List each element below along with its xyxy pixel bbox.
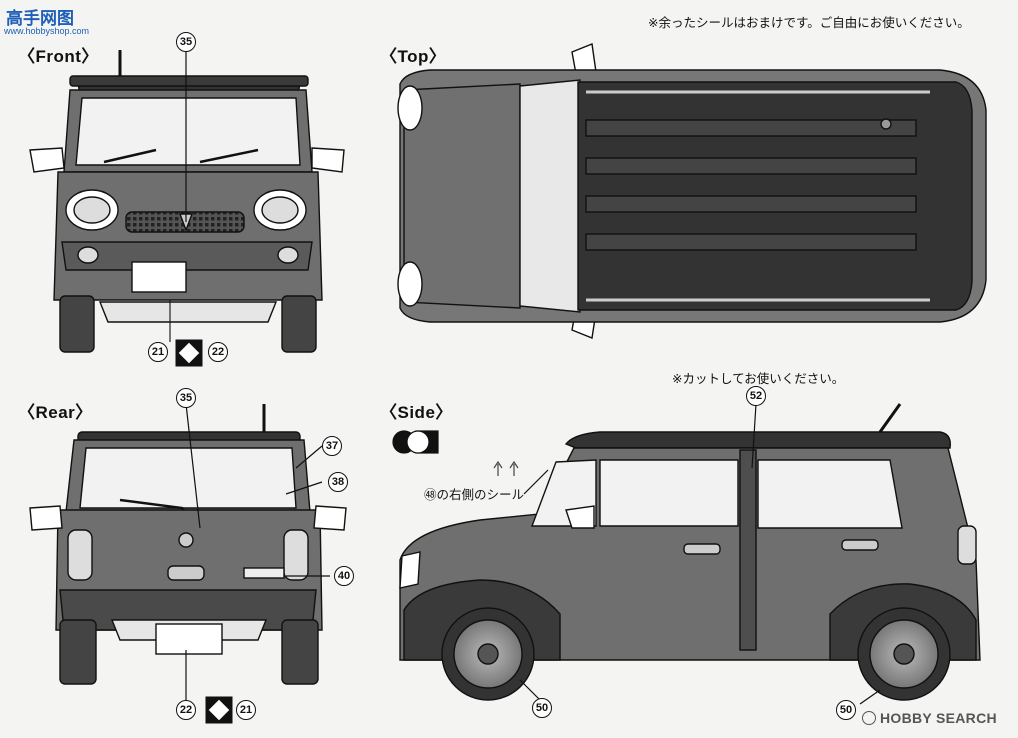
section-title-side: 〈Side〉 bbox=[380, 403, 453, 422]
front-view-car bbox=[29, 50, 345, 353]
callout-rear-22: 22 bbox=[176, 700, 196, 720]
side-view-car bbox=[399, 403, 981, 705]
callout-number: 50 bbox=[535, 701, 549, 714]
watermark-url: www.hobbyshop.com bbox=[4, 26, 90, 36]
callout-front-21: 21 bbox=[148, 342, 168, 362]
section-title-front: 〈Front〉 bbox=[18, 47, 99, 66]
callout-number: 38 bbox=[331, 475, 345, 488]
watermark-logo: 高手网图 bbox=[6, 9, 74, 28]
rear-view-car bbox=[29, 403, 347, 700]
rear-two-tone-symbol bbox=[205, 696, 233, 724]
callout-number: 52 bbox=[749, 389, 763, 402]
seal-48-arrows bbox=[493, 460, 519, 476]
callout-side-52: 52 bbox=[746, 386, 766, 406]
callout-front-35: 35 bbox=[176, 32, 196, 52]
side-view-two-tone-symbol bbox=[392, 430, 439, 454]
callout-number: 37 bbox=[325, 439, 339, 452]
callout-side-50-rear: 50 bbox=[836, 700, 856, 720]
callout-rear-35: 35 bbox=[176, 388, 196, 408]
seal-48-label: ㊽の右側のシール bbox=[424, 487, 525, 502]
callout-number: 21 bbox=[239, 703, 253, 716]
cut-note: ※カットしてお使いください。 bbox=[672, 371, 845, 386]
source-text: HOBBY SEARCH bbox=[880, 710, 997, 726]
section-title-top: 〈Top〉 bbox=[380, 47, 447, 66]
callout-number: 35 bbox=[179, 391, 193, 404]
top-view-car bbox=[397, 43, 987, 339]
callout-rear-38: 38 bbox=[328, 472, 348, 492]
callout-rear-21: 21 bbox=[236, 700, 256, 720]
source-credit: HOBBY SEARCH bbox=[862, 710, 997, 726]
copyright-circle-icon bbox=[862, 711, 876, 725]
callout-number: 35 bbox=[179, 35, 193, 48]
callout-number: 50 bbox=[839, 703, 853, 716]
front-two-tone-symbol bbox=[169, 300, 203, 367]
leftover-seal-note: ※余ったシールはおまけです。ご自由にお使いください。 bbox=[648, 15, 970, 30]
callout-number: 22 bbox=[211, 345, 225, 358]
callout-front-22: 22 bbox=[208, 342, 228, 362]
callout-rear-40: 40 bbox=[334, 566, 354, 586]
callout-number: 22 bbox=[179, 703, 193, 716]
callout-number: 40 bbox=[337, 569, 351, 582]
callout-rear-37: 37 bbox=[322, 436, 342, 456]
section-title-rear: 〈Rear〉 bbox=[18, 403, 93, 422]
callout-number: 21 bbox=[151, 345, 165, 358]
callout-side-50-front: 50 bbox=[532, 698, 552, 718]
